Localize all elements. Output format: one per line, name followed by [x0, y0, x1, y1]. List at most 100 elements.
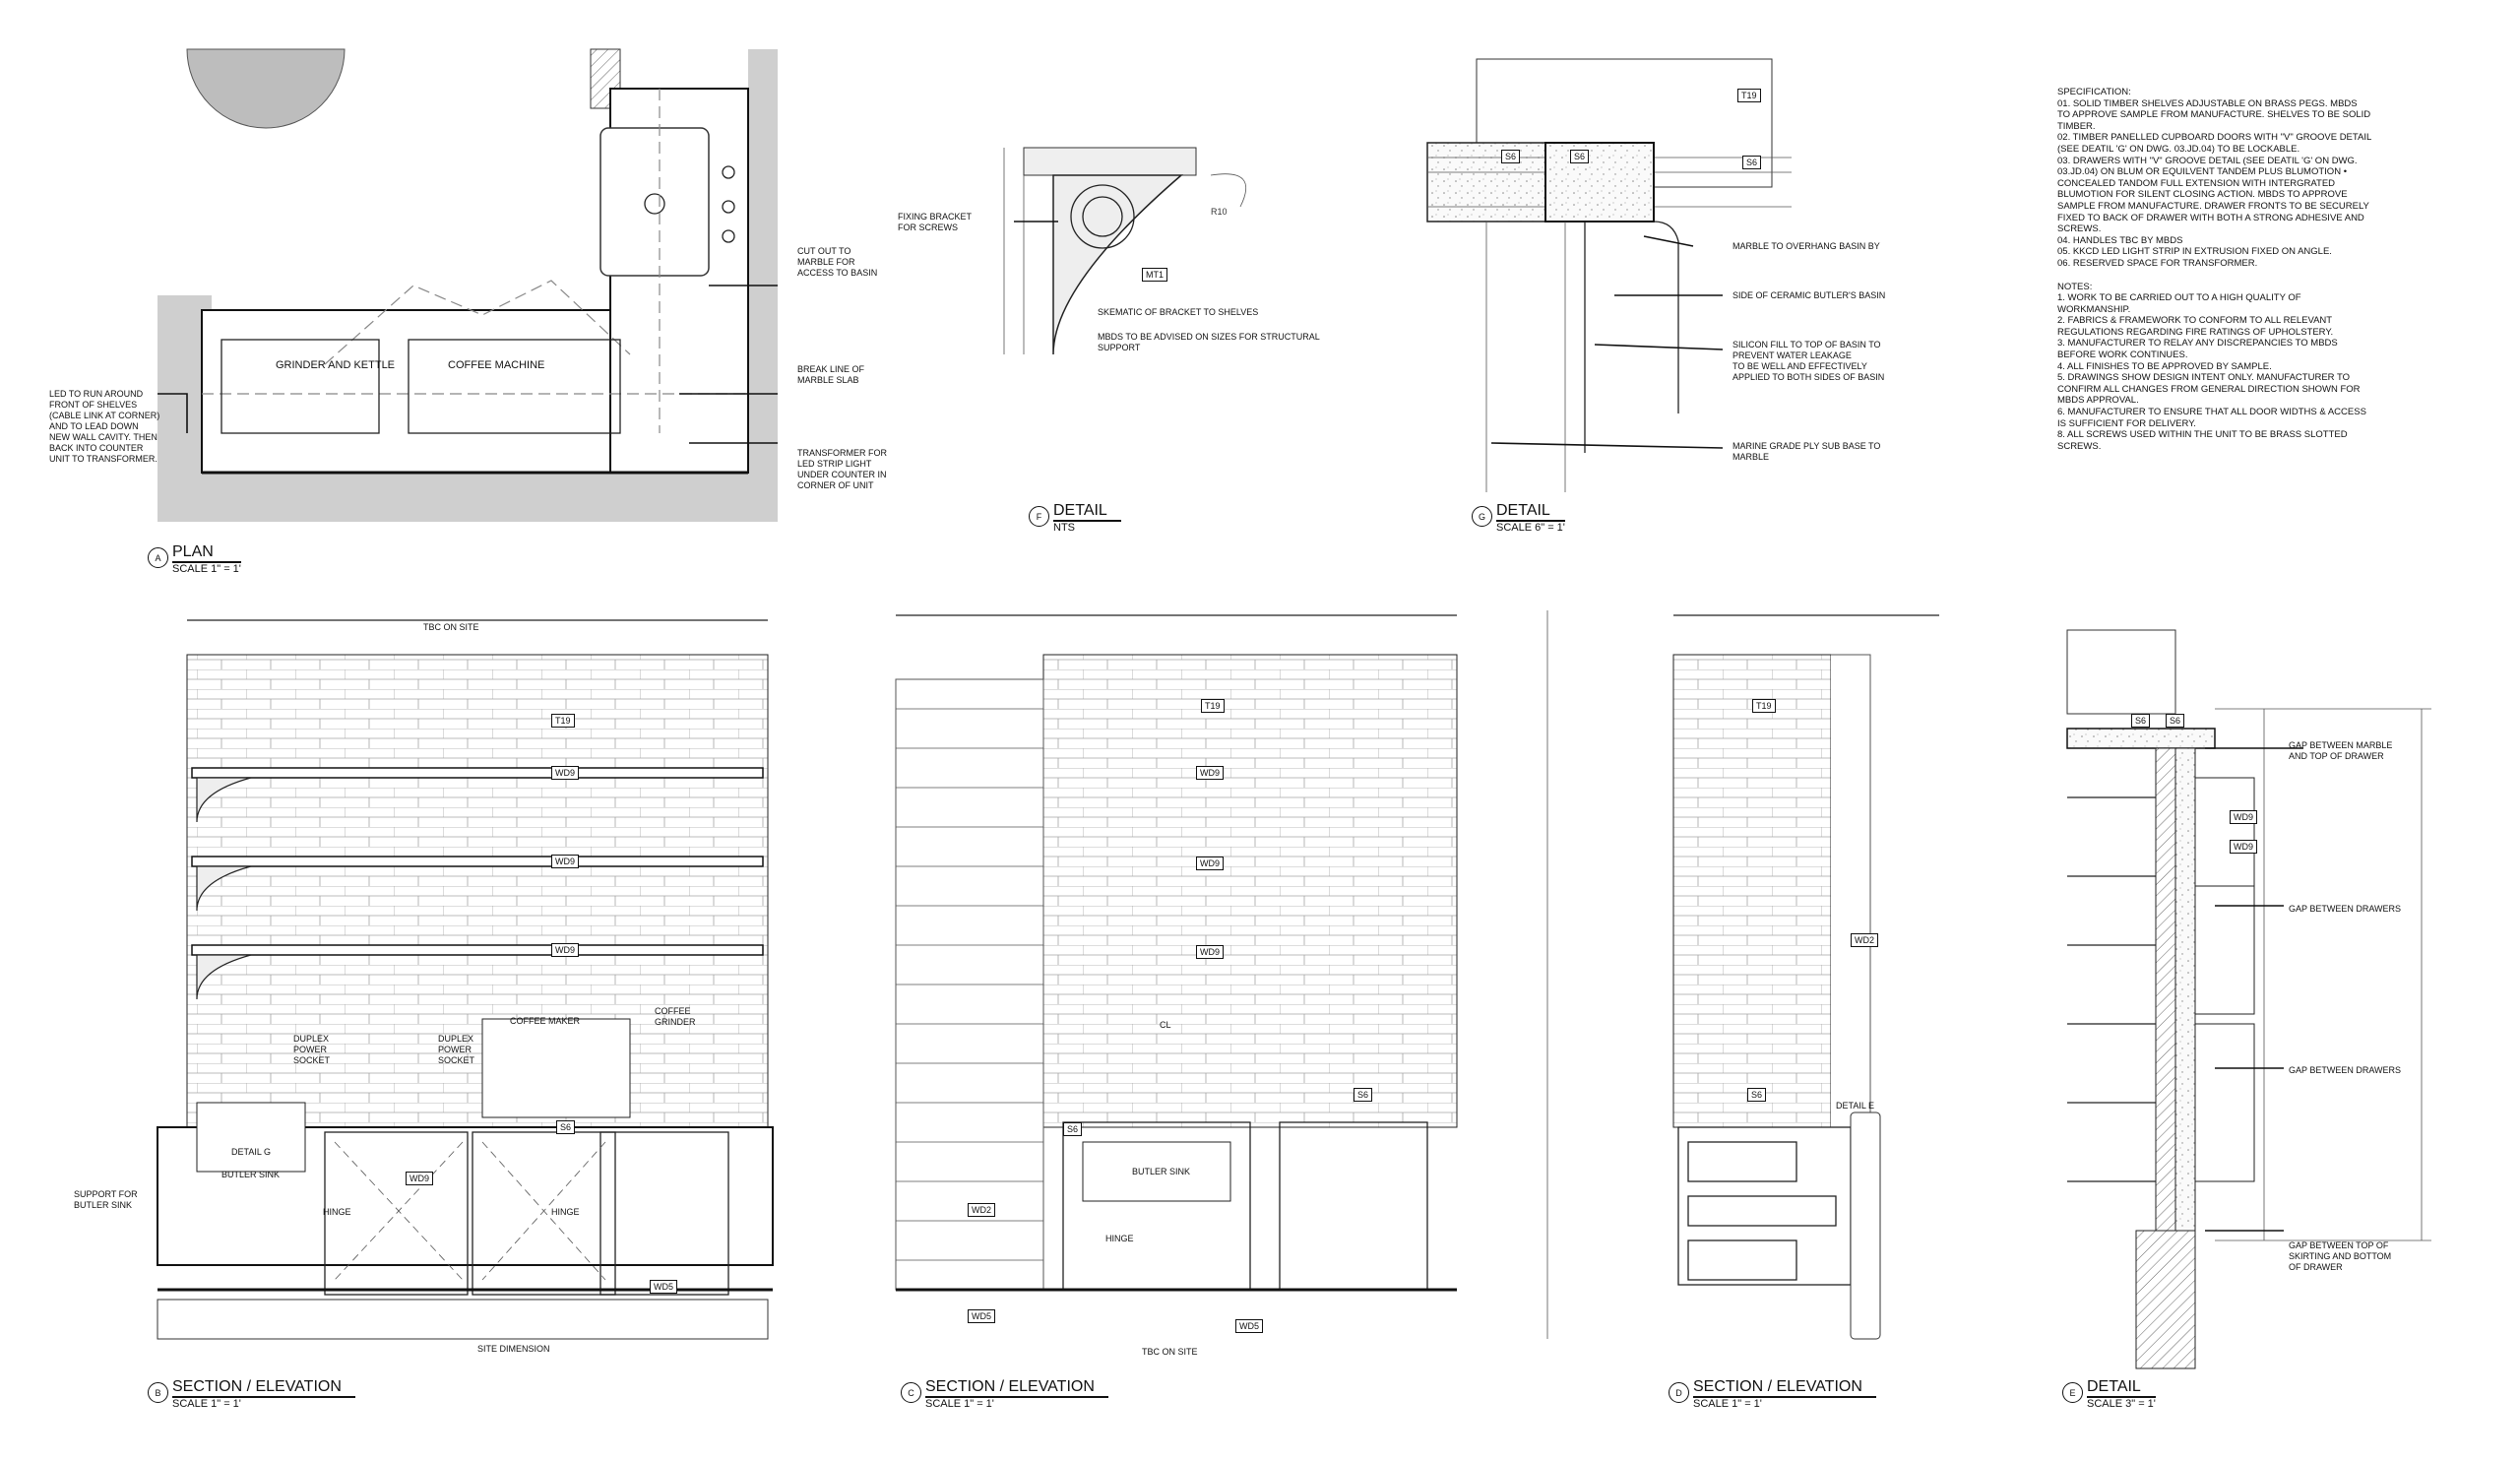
detail-g-t19-tag: T19 — [1737, 89, 1761, 102]
plan-view — [158, 48, 778, 522]
detail-f-fixing-note: FIXING BRACKET FOR SCREWS — [898, 212, 973, 232]
detail-g-s6-tag-2: S6 — [1570, 150, 1590, 163]
detail-e-gap-note-4: GAP BETWEEN TOP OF SKIRTING AND BOTTOM O… — [2289, 1240, 2392, 1272]
section-b-coffee-maker: COFFEE MAKER — [510, 1016, 581, 1026]
detail-f-schematic-note: SKEMATIC OF BRACKET TO SHELVES — [1098, 307, 1259, 317]
section-c-wd9-tag-2: WD9 — [1196, 857, 1224, 870]
section-d-s6-tag: S6 — [1747, 1088, 1767, 1102]
plan-title-block: A PLAN SCALE 1" = 1' — [148, 543, 241, 576]
detail-f-scale: NTS — [1053, 522, 1075, 534]
spec-item-4: 04. HANDLES TBC BY MBDS — [2057, 234, 2183, 246]
section-c-title-letter: C — [901, 1382, 921, 1403]
shelf-bracket — [196, 954, 252, 1000]
section-c-wd5-tag-1: WD5 — [968, 1309, 995, 1323]
section-b-site-dim: SITE DIMENSION — [477, 1344, 550, 1354]
section-d-title: SECTION / ELEVATION — [1693, 1378, 1876, 1398]
section-b-duplex-2: DUPLEX POWER SOCKET — [438, 1034, 475, 1065]
notes-heading: NOTES: — [2057, 281, 2093, 292]
shelf-bracket — [196, 865, 252, 912]
section-b-title-block: B SECTION / ELEVATION SCALE 1" = 1' — [148, 1378, 355, 1411]
note-5: 5. DRAWINGS SHOW DESIGN INTENT ONLY. MAN… — [2057, 372, 2361, 407]
plan-cutout-note: CUT OUT TO MARBLE FOR ACCESS TO BASIN — [797, 246, 878, 278]
section-c — [895, 610, 1548, 1339]
note-6: 6. MANUFACTURER TO ENSURE THAT ALL DOOR … — [2057, 407, 2366, 429]
section-b-coffee-grinder: COFFEE GRINDER — [655, 1006, 696, 1027]
detail-e — [2066, 629, 2431, 1369]
section-c-s6-tag-1: S6 — [1063, 1122, 1083, 1136]
plan-title-letter: A — [148, 547, 168, 568]
section-b-wd9-tag-4: WD9 — [406, 1172, 433, 1185]
section-b-hinge-2: HINGE — [551, 1207, 580, 1217]
detail-f-radius: R10 — [1211, 207, 1228, 217]
detail-g-s6-tag-1: S6 — [1501, 150, 1521, 163]
detail-e-gap-note-3: GAP BETWEEN DRAWERS — [2289, 1065, 2402, 1075]
section-d-scale: SCALE 1" = 1' — [1693, 1398, 1762, 1410]
section-d-wd2-tag: WD2 — [1851, 933, 1878, 947]
detail-f-title-letter: F — [1029, 506, 1049, 527]
section-c-cl: CL — [1160, 1020, 1171, 1030]
section-b-detail-g-ref: DETAIL G — [231, 1147, 272, 1157]
section-b-title: SECTION / ELEVATION — [172, 1378, 355, 1398]
section-c-wd9-tag-1: WD9 — [1196, 766, 1224, 780]
plan-led-note: LED TO RUN AROUND FRONT OF SHELVES (CABL… — [49, 389, 160, 464]
detail-e-title-block: E DETAIL SCALE 3" = 1' — [2062, 1378, 2156, 1411]
shelf — [191, 944, 764, 956]
section-c-t19-tag: T19 — [1201, 699, 1225, 713]
section-b-wd9-tag-2: WD9 — [551, 855, 579, 868]
note-1: 1. WORK TO BE CARRIED OUT TO A HIGH QUAL… — [2057, 292, 2301, 315]
section-d — [1672, 614, 1939, 1340]
section-b-s6-tag: S6 — [556, 1120, 576, 1134]
section-d-title-letter: D — [1669, 1382, 1689, 1403]
plan-transformer-note: TRANSFORMER FOR LED STRIP LIGHT UNDER CO… — [797, 448, 887, 490]
note-3: 3. MANUFACTURER TO RELAY ANY DISCREPANCI… — [2057, 338, 2338, 361]
plan-coffee-machine-label: COFFEE MACHINE — [448, 359, 545, 371]
section-c-butler-sink: BUTLER SINK — [1132, 1167, 1191, 1176]
note-4: 4. ALL FINISHES TO BE APPROVED BY SAMPLE… — [2057, 360, 2272, 372]
detail-g-title-block: G DETAIL SCALE 6" = 1' — [1472, 502, 1565, 535]
section-c-wd2-tag: WD2 — [968, 1203, 995, 1217]
spec-item-6: 06. RESERVED SPACE FOR TRANSFORMER. — [2057, 257, 2258, 269]
detail-e-s6-tag-2: S6 — [2166, 714, 2185, 728]
plan-break-line-note: BREAK LINE OF MARBLE SLAB — [797, 364, 865, 385]
specification-block: SPECIFICATION: 01. SOLID TIMBER SHELVES … — [2057, 87, 2372, 452]
section-d-t19-tag: T19 — [1752, 699, 1776, 713]
detail-g-title: DETAIL — [1496, 502, 1565, 522]
section-c-scale: SCALE 1" = 1' — [925, 1398, 994, 1410]
detail-e-title: DETAIL — [2087, 1378, 2156, 1398]
section-b-wd9-tag-1: WD9 — [551, 766, 579, 780]
section-c-wd5-tag-2: WD5 — [1235, 1319, 1263, 1333]
section-b-butler-sink: BUTLER SINK — [221, 1170, 281, 1179]
spec-item-5: 05. KKCD LED LIGHT STRIP IN EXTRUSION FI… — [2057, 246, 2332, 258]
shelf — [191, 856, 764, 867]
note-8: 8. ALL SCREWS USED WITHIN THE UNIT TO BE… — [2057, 429, 2348, 452]
detail-e-gap-note-2: GAP BETWEEN DRAWERS — [2289, 904, 2402, 914]
detail-e-gap-note-1: GAP BETWEEN MARBLE AND TOP OF DRAWER — [2289, 740, 2393, 761]
detail-g-title-letter: G — [1472, 506, 1492, 527]
leader-lines — [158, 221, 2303, 1232]
detail-g-silicon-note: SILICON FILL TO TOP OF BASIN TO PREVENT … — [1732, 340, 1885, 382]
section-c-tbc: TBC ON SITE — [1142, 1347, 1198, 1357]
detail-e-s6-tag-1: S6 — [2131, 714, 2151, 728]
detail-g-s6-tag-3: S6 — [1742, 156, 1762, 169]
section-b-tbc: TBC ON SITE — [423, 622, 479, 632]
section-c-wd9-tag-3: WD9 — [1196, 945, 1224, 959]
section-d-title-block: D SECTION / ELEVATION SCALE 1" = 1' — [1669, 1378, 1876, 1411]
detail-g-marble-note: MARBLE TO OVERHANG BASIN BY — [1732, 241, 1880, 251]
detail-f-title-block: F DETAIL NTS — [1029, 502, 1121, 535]
detail-e-title-letter: E — [2062, 1382, 2083, 1403]
detail-e-scale: SCALE 3" = 1' — [2087, 1398, 2156, 1410]
section-c-hinge: HINGE — [1105, 1234, 1134, 1243]
spec-heading: SPECIFICATION: — [2057, 87, 2131, 97]
shelf — [191, 767, 764, 779]
section-c-s6-tag-2: S6 — [1354, 1088, 1373, 1102]
shelf-bracket — [196, 777, 252, 823]
plan-scale: SCALE 1" = 1' — [172, 563, 241, 575]
section-c-title: SECTION / ELEVATION — [925, 1378, 1108, 1398]
section-b-wd9-tag-3: WD9 — [551, 943, 579, 957]
detail-f-bracket — [1003, 147, 1246, 355]
section-d-detail-e-ref: DETAIL E — [1836, 1101, 1875, 1111]
spec-item-3: 03. DRAWERS WITH "V" GROOVE DETAIL (SEE … — [2057, 155, 2369, 235]
detail-f-mt1-tag: MT1 — [1142, 268, 1167, 282]
plan-grinder-label: GRINDER AND KETTLE — [276, 359, 396, 371]
